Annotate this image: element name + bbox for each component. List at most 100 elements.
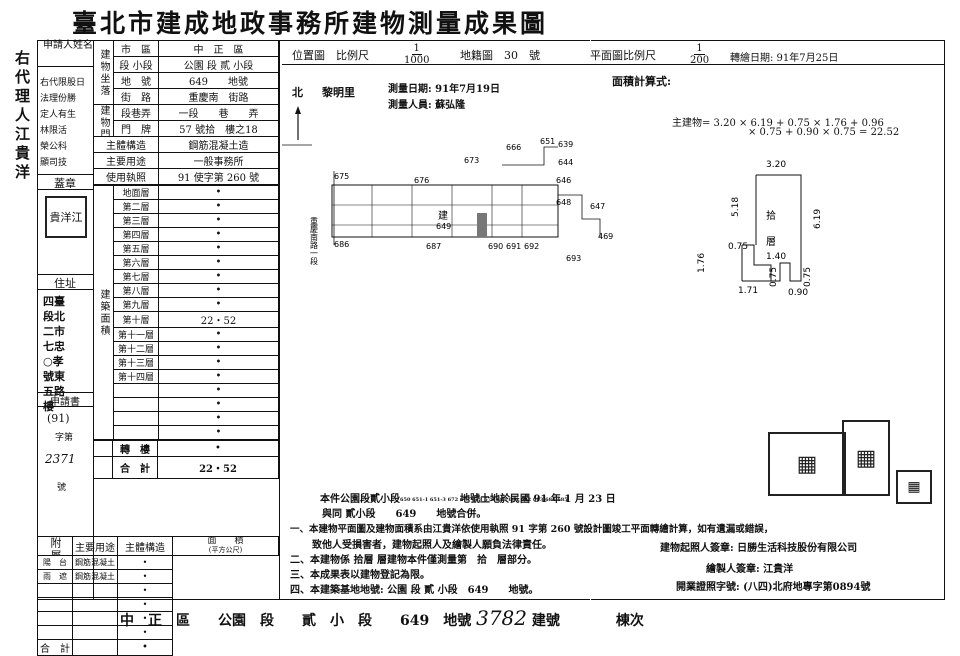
lot-number: 675 — [334, 172, 349, 181]
floor-name: 第十一層 — [113, 327, 159, 342]
building-no: 649 — [436, 222, 451, 231]
location-value: 中 正 區 — [158, 40, 279, 57]
annex-value: • — [117, 583, 173, 598]
lot-number: 691 — [506, 242, 521, 251]
annex-use: 陽 台 — [37, 555, 73, 570]
applicant-label: 申請人姓名 — [43, 40, 93, 51]
lot-number: 644 — [558, 158, 573, 167]
door-value: 57 號拾 樓之18 — [158, 120, 279, 137]
address-label: 住址 — [37, 274, 93, 290]
lot-number: 651 — [540, 137, 555, 146]
note-2: 二、本建物係 拾層 層建物本件僅測量第 拾 層部分。 — [290, 555, 537, 566]
lot-number: 469 — [598, 232, 613, 241]
annex-col-area-text: 面 積 — [207, 536, 244, 546]
dimension-label: 0.75 — [769, 267, 779, 287]
seal-stamp: 貴洋江 — [45, 196, 87, 238]
floor-label-bottom: 層 — [766, 236, 776, 248]
location-value: 649 地號 — [158, 72, 279, 89]
left-panel: 申請人姓名 右代限股日 法理份勝 定人有生 林限活 榮公科 顯司技 蓋章 貴洋江… — [37, 40, 280, 656]
address-line: 四臺 — [43, 295, 65, 308]
structure-value: 鋼筋混凝土造 — [158, 136, 279, 153]
dimension-label: 0.90 — [788, 288, 808, 298]
application-hao: 號 — [57, 483, 67, 493]
floor-plan: 拾 層 3.205.186.190.751.401.761.710.750.90… — [697, 160, 823, 298]
door-value: 一段 巷 弄 — [158, 104, 279, 121]
floor-area: • — [158, 411, 279, 426]
lot-number: 692 — [524, 242, 539, 251]
floor-label-top: 拾 — [766, 209, 776, 222]
building-outline — [331, 184, 559, 238]
right-header — [282, 40, 945, 65]
annex-total-label: 合 計 — [37, 639, 73, 656]
applicant-line: 林限活 — [40, 126, 68, 136]
floor-outline — [742, 174, 802, 282]
merge-tail: 地號土地於民國 91 年 1 月 23 日 — [460, 494, 616, 505]
floor-name — [113, 425, 159, 440]
dimension-label: 1.76 — [697, 253, 707, 273]
location-scale-den: 1000 — [404, 55, 430, 66]
note-1b: 致他人受損害者，建物起照人及繪製人願負法律責任。 — [312, 540, 552, 551]
address-line: 七忠 — [43, 340, 65, 353]
floor-area: 22・52 — [158, 311, 279, 328]
dimension-label: 1.71 — [738, 286, 758, 296]
seal-label: 蓋章 — [37, 174, 93, 190]
lot-number: 693 — [566, 254, 581, 263]
annex-struct — [72, 597, 118, 612]
usage-value: 一般事務所 — [158, 152, 279, 169]
merge-note-2: 與同 貳小段 649 地號合併。 — [322, 509, 487, 520]
tower-label: 轉 樓 — [112, 440, 158, 457]
dimension-label: 6.19 — [813, 209, 823, 229]
drafter-signature: 繪製人簽章: 江貴洋 — [706, 564, 794, 575]
floor-name: 第十四層 — [113, 369, 159, 384]
structure-label: 主體構造 — [93, 136, 159, 153]
floor-area: • — [158, 227, 279, 242]
lot-number: 666 — [506, 143, 521, 152]
dimension-label: 3.20 — [766, 160, 786, 170]
door-head: 建物門牌 — [93, 104, 114, 137]
annex-col-area: 面 積(平方公尺) — [172, 536, 279, 556]
annex-use — [37, 611, 73, 626]
floor-area: • — [158, 213, 279, 228]
dimension-label: 0.75 — [728, 242, 748, 252]
floor-area: • — [158, 425, 279, 440]
address-line: 二市 — [43, 325, 65, 338]
license-label: 使用執照 — [93, 168, 159, 185]
lot-number: 639 — [558, 140, 573, 149]
floor-name — [113, 383, 159, 398]
merge-small: 650 651-1 651-3 672 677 678 679 680 681 … — [400, 496, 568, 503]
location-label: 地 號 — [113, 72, 159, 89]
annex-value: • — [117, 569, 173, 584]
annex-struct: 鋼筋混凝土 — [72, 569, 118, 584]
applicant-line: 右代限股日 — [40, 78, 86, 88]
page-title: 臺北市建成地政事務所建物測量成果圖 — [72, 9, 549, 38]
address-line: 五路 — [43, 385, 65, 398]
merge-text: 本件公園段貳小段 — [320, 494, 400, 505]
floor-area: • — [158, 397, 279, 412]
applicant-line: 定人有生 — [40, 110, 77, 120]
lot-number: 676 — [414, 176, 429, 185]
document-frame — [37, 40, 945, 600]
application-label: 申請書 — [37, 392, 93, 408]
plan-scale-num: 1 — [694, 43, 705, 55]
floor-area: • — [158, 355, 279, 370]
address-line: 段北 — [43, 310, 65, 323]
location-label: 街 路 — [113, 88, 159, 105]
usage-label: 主要用途 — [93, 152, 159, 169]
location-value: 公園 段 貳 小段 — [158, 56, 279, 73]
draw-date: 轉繪日期: 91年7月25日 — [730, 53, 839, 64]
floor-name: 第九層 — [113, 297, 159, 312]
annex-struct — [72, 625, 118, 640]
floor-name: 第十二層 — [113, 341, 159, 356]
lot-number: 647 — [590, 202, 605, 211]
north-arrow-icon — [295, 106, 301, 140]
official-stamp-3: ▦ — [896, 470, 932, 504]
footer-suffix: 建號 棟次 — [531, 613, 644, 629]
floor-area: • — [158, 199, 279, 214]
floor-name: 第二層 — [113, 199, 159, 214]
floor-area: • — [158, 241, 279, 256]
